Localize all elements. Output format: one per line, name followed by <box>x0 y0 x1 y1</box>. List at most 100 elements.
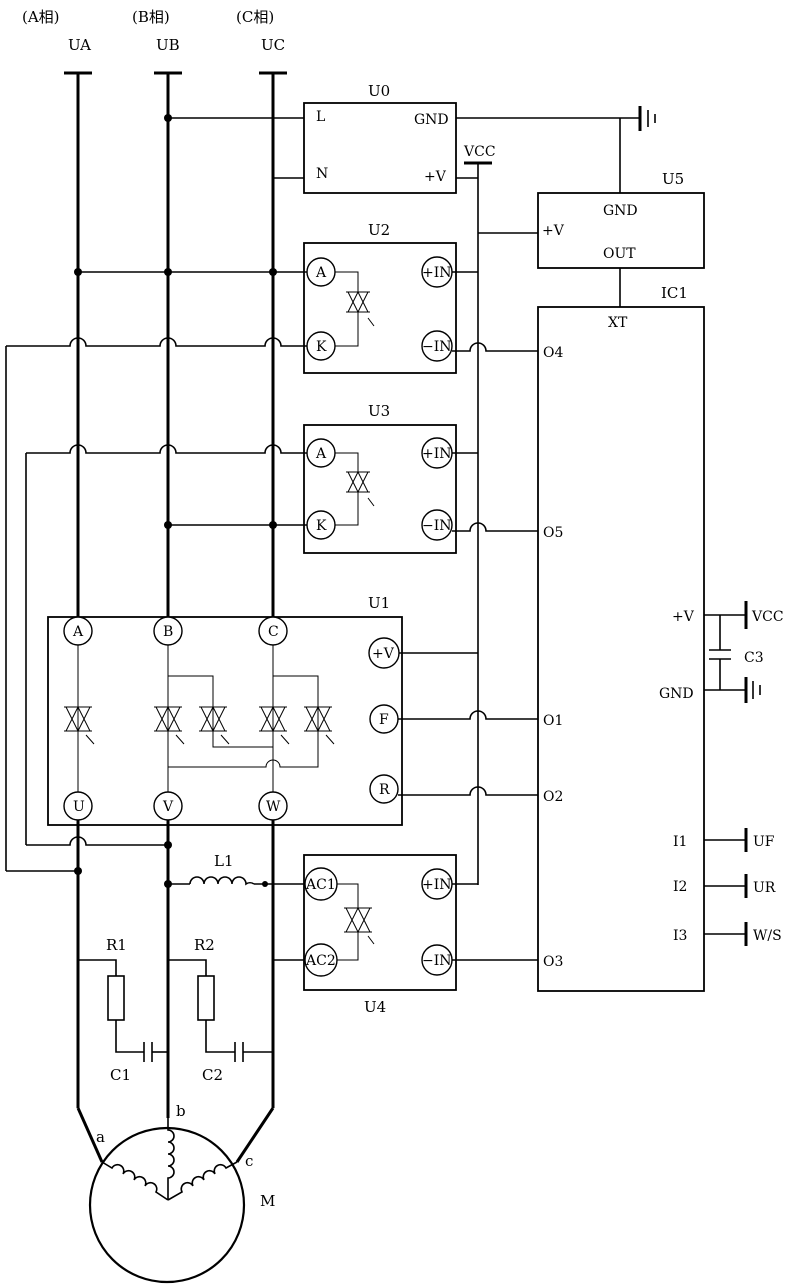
motor: M b a c <box>90 1102 275 1282</box>
u3-title: U3 <box>368 402 390 420</box>
u1-pin-b: B <box>163 624 173 640</box>
winding-a-icon <box>102 1162 168 1200</box>
u1-body <box>48 617 402 825</box>
u4-title: U4 <box>364 998 386 1016</box>
ic1-power-nets: VCC C3 <box>704 601 784 703</box>
u5-pin-v: +V <box>542 223 565 239</box>
u0-pin-l: L <box>316 109 325 125</box>
junction-u-return <box>74 867 82 875</box>
junction-l1-w <box>262 881 268 887</box>
u0-pin-n: N <box>316 166 328 182</box>
c2-label: C2 <box>202 1066 223 1084</box>
u1-pin-f: F <box>379 712 389 728</box>
ic1-pin-o4: O4 <box>543 345 563 361</box>
motor-feed <box>6 820 273 1162</box>
ic1-input-nets: UF UR W/S <box>704 828 782 946</box>
phase-b-label: UB <box>156 36 180 54</box>
ur-label: UR <box>753 880 776 896</box>
l1-coil-icon <box>190 877 254 884</box>
ic1-pin-pv: +V <box>672 609 695 625</box>
r2-lead-bottom <box>206 1020 235 1052</box>
junction-ub-u2 <box>164 268 172 276</box>
phase-c-name: (C相) <box>236 8 274 26</box>
motor-terminal-c: c <box>245 1152 253 1170</box>
u2-pin-k: K <box>316 339 327 355</box>
u1-pin-r: R <box>379 782 390 798</box>
phase-a-name: (A相) <box>22 8 60 26</box>
wire-u1-r-o2 <box>398 787 538 795</box>
wire-u2-inn-o4 <box>452 343 538 351</box>
uf-label: UF <box>753 834 775 850</box>
module-u2: U2 A K +IN −IN <box>304 221 456 373</box>
wire-u2-k-return <box>6 338 307 346</box>
ic1-pin-gnd: GND <box>659 686 694 702</box>
motor-terminal-a: a <box>96 1128 105 1146</box>
junction-ub-u0 <box>164 114 172 122</box>
snubber-r2-c2: R2 C2 <box>168 936 273 1084</box>
ic1-pin-o3: O3 <box>543 954 563 970</box>
phase-c-label: UC <box>261 36 285 54</box>
vcc-top-label: VCC <box>463 144 496 160</box>
inductor-l1: L1 <box>164 852 307 888</box>
snubber-r1-c1: R1 C1 <box>78 936 168 1084</box>
r1-resistor-icon <box>108 976 124 1020</box>
phase-b-name: (B相) <box>132 8 170 26</box>
ic1-pin-xt: XT <box>608 315 628 331</box>
junction-uc-u3 <box>269 521 277 529</box>
wire-inner-return-to-v <box>26 837 168 845</box>
junction-ua-u2 <box>74 268 82 276</box>
module-u1: U1 A B C U V W +V F R <box>48 594 402 825</box>
u3-pin-k: K <box>316 518 327 534</box>
ws-label: W/S <box>753 928 782 944</box>
junction-ub-u3 <box>164 521 172 529</box>
module-u4: U4 AC1 AC2 +IN −IN <box>304 855 456 1016</box>
u3-pin-in-p: +IN <box>422 446 452 462</box>
u2-pin-a: A <box>315 265 327 281</box>
module-ic1: IC1 XT O4 O5 O1 O2 O3 +V GND I1 I2 I3 <box>538 284 704 991</box>
phase-a-label: UA <box>68 36 91 54</box>
u3-pin-a: A <box>315 446 327 462</box>
feed-c-diag <box>237 1108 273 1162</box>
module-u0: U0 L N GND +V <box>164 82 456 193</box>
u1-pin-c: C <box>268 624 279 640</box>
u2-pin-in-n: −IN <box>422 339 452 355</box>
u0-pin-v: +V <box>424 169 447 185</box>
motor-body <box>90 1128 244 1282</box>
r1-lead-top <box>78 960 116 976</box>
ic1-pin-o2: O2 <box>543 789 563 805</box>
u1-pin-v: V <box>162 799 174 815</box>
wire-u1-f-o1 <box>398 711 538 719</box>
u0-title: U0 <box>368 82 390 100</box>
junction-v-return <box>164 841 172 849</box>
u2-pin-in-p: +IN <box>422 265 452 281</box>
u4-pin-in-n: −IN <box>422 953 452 969</box>
ic1-title: IC1 <box>661 284 688 302</box>
ic1-pin-i1: I1 <box>673 834 687 850</box>
wire-u3-inn-o5 <box>452 523 538 531</box>
r2-label: R2 <box>194 936 215 954</box>
ic1-pin-o5: O5 <box>543 525 563 541</box>
junction-uc-u2 <box>269 268 277 276</box>
ic1-pin-i3: I3 <box>673 928 687 944</box>
u1-pin-w: W <box>266 799 281 815</box>
u1-pin-a: A <box>72 624 84 640</box>
winding-c-icon <box>168 1162 237 1200</box>
vcc-ic-label: VCC <box>751 609 784 625</box>
r1-lead-bottom <box>116 1020 144 1052</box>
junction-v-l1 <box>164 880 172 888</box>
u2-title: U2 <box>368 221 390 239</box>
vcc-net: VCC <box>456 144 538 885</box>
u1-pin-pv: +V <box>372 646 395 662</box>
r2-lead-top <box>168 960 206 976</box>
u4-pin-ac2: AC2 <box>305 953 336 969</box>
l1-label: L1 <box>214 852 234 870</box>
phase-headers: (A相) UA (B相) UB (C相) UC <box>22 8 287 73</box>
u1-title: U1 <box>368 594 390 612</box>
u1-pin-u: U <box>73 799 85 815</box>
r2-resistor-icon <box>198 976 214 1020</box>
module-u3: U3 A K +IN −IN <box>304 402 456 553</box>
u0-pin-gnd: GND <box>414 112 449 128</box>
r1-label: R1 <box>106 936 127 954</box>
u4-pin-in-p: +IN <box>422 877 452 893</box>
